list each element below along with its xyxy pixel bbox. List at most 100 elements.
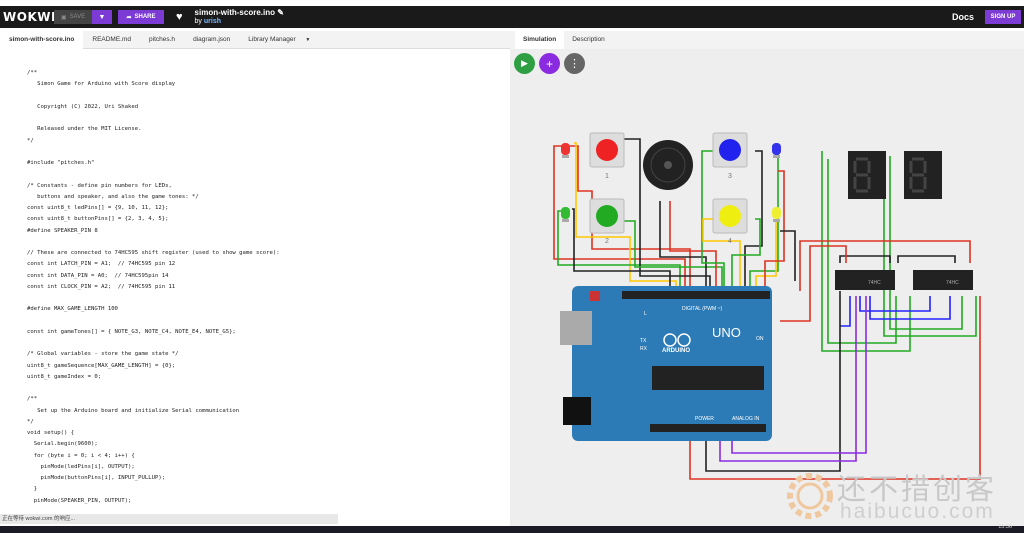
pushbutton-green[interactable] [589,198,625,234]
svg-text:POWER: POWER [695,416,714,422]
code-text[interactable]: /** Simon Game for Arduino with Score di… [27,68,280,507]
svg-text:74HC: 74HC [946,280,959,286]
led-red[interactable] [561,143,570,158]
code-line[interactable]: for (byte i = 0; i < 4; i++) { [27,452,135,459]
code-line[interactable]: uint8_t gameIndex = 0; [27,373,102,380]
seven-segment-display-2[interactable] [904,151,942,199]
tab-sketch[interactable]: simon-with-score.ino [0,30,84,49]
code-line[interactable]: const uint8_t buttonPins[] = {2, 3, 4, 5… [27,216,169,223]
pencil-icon[interactable]: ✎ [277,8,284,17]
button-label-1: 1 [605,173,609,180]
power-analog-header [650,424,766,432]
digital-header [622,291,770,299]
share-button[interactable]: ➦ SHARE [118,10,164,24]
project-title[interactable]: simon-with-score.ino [194,8,275,17]
heart-icon[interactable]: ♥ [176,11,183,23]
code-line[interactable]: const int LATCH_PIN = A1; // 74HC595 pin… [27,261,176,268]
code-line[interactable] [27,383,280,394]
code-line[interactable] [27,293,280,304]
code-line[interactable]: */ [27,137,34,144]
tab-readme[interactable]: README.md [92,35,132,43]
wires [553,138,981,480]
svg-text:ON: ON [756,336,764,342]
led-blue[interactable] [772,143,781,158]
simulation-tabs: Simulation Description [510,31,1024,49]
code-line[interactable]: uint8_t gameSequence[MAX_GAME_LENGTH] = … [27,362,176,369]
code-line[interactable]: Set up the Arduino board and initialize … [27,407,240,414]
arduino-uno[interactable]: DIGITAL (PWM ~) UNO ARDUINO TX RX ON L P… [560,286,772,441]
watermark: 还不措创客 haibucuo.com [782,466,1022,524]
pushbutton-blue[interactable] [712,132,748,168]
code-line[interactable]: Copyright (C) 2022, Uri Shaked [27,103,139,110]
save-button[interactable]: ▣ SAVE [54,10,92,24]
button-label-2: 2 [605,238,609,245]
seven-segment-display-1[interactable] [848,151,886,199]
code-line[interactable]: Serial.begin(9600); [27,441,98,448]
code-line[interactable]: void setup() { [27,430,75,436]
project-info: simon-with-score.ino ✎ by urish [194,8,284,25]
code-line[interactable] [27,169,280,180]
tab-diagram[interactable]: diagram.json [193,35,231,43]
code-line[interactable]: pinMode(SPEAKER_PIN, OUTPUT); [27,497,132,504]
shift-register-1[interactable]: 74HC [835,270,895,290]
button-label-3: 3 [728,173,732,180]
code-line[interactable]: #include "pitches.h" [27,160,95,166]
save-icon: ▣ [60,14,67,21]
buzzer[interactable] [643,140,693,190]
atmega-chip [652,366,764,390]
save-options-button[interactable]: ▼ [92,10,112,24]
docs-link[interactable]: Docs [951,12,974,22]
code-line[interactable]: /* Constants - define pin numbers for LE… [27,182,172,189]
code-line[interactable]: const int gameTones[] = { NOTE_G3, NOTE_… [27,328,236,335]
more-options-button[interactable]: ⋮ [564,53,585,74]
signup-button[interactable]: SIGN UP [985,10,1021,24]
tab-pitches[interactable]: pitches.h [149,35,176,43]
circuit-canvas[interactable]: 1 2 3 4 74HC 74HC [510,51,1024,521]
code-line[interactable]: */ [27,418,34,425]
add-part-button[interactable]: + [539,53,560,74]
code-line[interactable]: /** [27,70,38,76]
code-line[interactable]: /* Global variables - store the game sta… [27,351,179,358]
code-line[interactable]: // These are connected to 74HC595 shift … [27,250,280,256]
shift-register-2[interactable]: 74HC [913,270,973,290]
watermark-cn: 还不措创客 [837,472,998,506]
led-yellow[interactable] [772,207,781,222]
code-line[interactable] [27,91,280,102]
code-line[interactable]: const int CLOCK_PIN = A2; // 74HC595 pin… [27,283,176,290]
play-button[interactable]: ▶ [514,53,535,74]
top-bar: WOKWI ▣ SAVE ▼ ➦ SHARE ♥ simon-with-scor… [0,6,1024,28]
code-line[interactable]: const int DATA_PIN = A0; // 74HC595pin 1… [27,272,169,279]
svg-text:74HC: 74HC [868,280,881,286]
author-link[interactable]: urish [203,18,222,25]
code-line[interactable]: const uint8_t ledPins[] = {9, 10, 11, 12… [27,205,169,211]
code-line[interactable]: } [27,486,38,493]
code-line[interactable]: /** [27,396,38,403]
led-green[interactable] [561,207,570,222]
pushbutton-yellow[interactable] [712,198,748,234]
svg-text:ANALOG IN: ANALOG IN [732,416,760,422]
pushbutton-red[interactable] [589,132,625,168]
chevron-down-icon: ▼ [98,13,106,21]
code-editor[interactable]: /** Simon Game for Arduino with Score di… [0,49,510,519]
code-line[interactable]: pinMode(buttonPins[i], INPUT_PULLUP); [27,475,166,481]
tab-library-manager[interactable]: Library Manager ▼ [248,35,311,43]
code-line[interactable]: Simon Game for Arduino with Score displa… [27,81,176,88]
code-line[interactable] [27,237,280,248]
code-line[interactable] [27,113,280,124]
button-label-4: 4 [728,238,732,245]
tab-description[interactable]: Description [572,36,605,43]
code-line[interactable] [27,147,280,158]
code-line[interactable] [27,316,280,327]
wokwi-logo[interactable]: WOKWI [3,10,56,24]
plus-icon: + [545,56,553,71]
taskbar: 15:36 [0,524,1024,533]
power-jack [563,397,591,425]
code-line[interactable]: #define SPEAKER_PIN 8 [27,227,98,234]
code-line[interactable]: pinMode(ledPins[i], OUTPUT); [27,463,135,470]
tab-simulation[interactable]: Simulation [515,31,565,49]
code-line[interactable]: buttons and speaker, and also the game t… [27,193,199,200]
gear-logo-icon [787,473,833,519]
code-line[interactable]: Released under the MIT License. [27,126,142,133]
code-line[interactable]: #define MAX_GAME_LENGTH 100 [27,306,118,313]
code-line[interactable] [27,338,280,349]
